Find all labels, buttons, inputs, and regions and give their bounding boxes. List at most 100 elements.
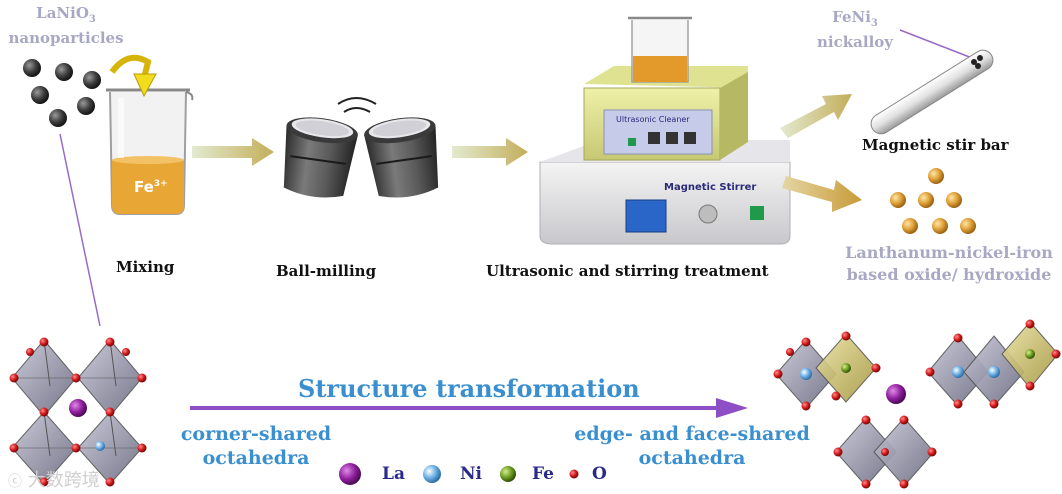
split-arrow-down-icon — [782, 176, 862, 212]
pour-arrowhead-icon — [133, 73, 157, 98]
lanio3-particles — [23, 59, 101, 127]
oxygen-atom — [773, 369, 783, 379]
legend-fe-atom — [500, 466, 516, 482]
ball-mill-jars — [283, 97, 439, 198]
oxygen-atom — [71, 373, 81, 383]
oxygen-atom — [105, 337, 115, 347]
fe-atom — [1025, 349, 1035, 359]
lanio3-particle — [77, 97, 95, 115]
lanio3-formula: LaNiO3 — [36, 4, 96, 25]
product-label: Lanthanum-nickel-iron based oxide/ hydro… — [838, 242, 1060, 286]
la-atom — [69, 399, 87, 417]
octahedron — [77, 411, 143, 485]
oxygen-atom — [871, 363, 881, 373]
legend-ni-atom — [423, 465, 441, 483]
structure-transformation-title: Structure transformation — [298, 374, 640, 403]
lanio3-particle — [55, 63, 73, 81]
product-particle — [932, 218, 948, 234]
ni-atom — [95, 441, 105, 451]
lanio3-line2: nanoparticles — [8, 29, 124, 47]
product-particle — [960, 218, 976, 234]
product-line2: based oxide/ hydroxide — [846, 265, 1052, 284]
oxygen-atom — [105, 407, 115, 417]
oxygen-atom — [137, 373, 147, 383]
magnetic-stirrer-label: Magnetic Stirrer — [664, 182, 756, 193]
oxygen-atom — [71, 443, 81, 453]
magnetic-stir-bar-label: Magnetic stir bar — [862, 136, 1009, 154]
oxygen-atom — [137, 443, 147, 453]
legend-o-atom — [569, 469, 579, 479]
oxygen-atom — [925, 367, 935, 377]
oxygen-atom — [801, 401, 811, 411]
oxygen-atom — [39, 477, 49, 487]
edge-face-shared-label: edge- and face-shared octahedra — [556, 422, 828, 470]
oxygen-atom — [833, 447, 843, 457]
oxygen-atom — [831, 391, 841, 401]
oxygen-atom — [1025, 381, 1035, 391]
oxygen-atom — [861, 415, 871, 425]
legend-o-label: O — [592, 464, 607, 484]
fe-atom — [841, 363, 851, 373]
corner-shared-label: corner-shared octahedra — [166, 422, 346, 470]
lanio3-pointer-line — [59, 133, 101, 327]
ultrasonic-stirring-apparatus: Magnetic Stirrer Ultrasonic Cleaner — [539, 16, 791, 245]
product-particle — [890, 192, 906, 208]
oxygen-atom — [9, 373, 19, 383]
oxygen-atom — [786, 348, 794, 356]
octahedron — [77, 339, 143, 417]
pour-arrow-icon — [109, 54, 152, 79]
product-line1: Lanthanum-nickel-iron — [845, 243, 1053, 262]
lanio3-particle — [49, 109, 67, 127]
oxygen-atom — [899, 479, 909, 489]
oxygen-atom — [105, 477, 115, 487]
oxygen-atom — [927, 447, 937, 457]
oxygen-atom — [953, 399, 963, 409]
feni3-line2: nickalloy — [817, 33, 893, 51]
oxygen-atom — [989, 399, 999, 409]
octahedron — [11, 339, 77, 417]
split-arrow-up-icon — [780, 94, 852, 138]
oxygen-atom — [953, 333, 963, 343]
ball-milling-label: Ball-milling — [276, 262, 377, 280]
feni3-label: FeNi3 nickalloy — [810, 8, 900, 51]
oxygen-atom — [122, 348, 130, 356]
ni-atom — [952, 366, 964, 378]
lanio3-particle — [83, 71, 101, 89]
corner-line1: corner-shared — [180, 423, 332, 445]
product-particle — [902, 218, 918, 234]
ultrasonic-cleaner-label: Ultrasonic Cleaner — [616, 115, 690, 124]
oxygen-atom — [39, 407, 49, 417]
oxygen-atom — [841, 331, 851, 341]
mixing-label: Mixing — [116, 258, 175, 276]
legend-la-atom — [339, 463, 361, 485]
legend-la-label: La — [382, 464, 405, 484]
product-particle — [918, 192, 934, 208]
edge-line1: edge- and face-shared — [574, 423, 810, 445]
ni-atom — [800, 368, 812, 380]
edge-line2: octahedra — [638, 447, 746, 469]
product-particle — [946, 192, 962, 208]
watermark-logo-icon: ⓒ — [8, 474, 22, 490]
legend-fe-label: Fe — [532, 464, 554, 484]
oxygen-atom — [1025, 319, 1035, 329]
lanio3-particle — [23, 59, 41, 77]
edge-face-shared-structure — [773, 319, 1061, 489]
feni3-formula: FeNi3 — [832, 8, 878, 29]
lanio3-particle — [31, 86, 49, 104]
watermark-text: 大数跨境 — [27, 470, 100, 491]
oxygen-atom — [9, 443, 19, 453]
oxygen-atoms — [9, 337, 147, 487]
lanio3-label: LaNiO3 nanoparticles — [6, 4, 126, 47]
oxygen-atom — [881, 448, 889, 456]
legend-ni-label: Ni — [460, 464, 482, 484]
mixing-beaker: Fe3+ — [106, 88, 194, 215]
ultrasonic-stirring-label: Ultrasonic and stirring treatment — [486, 262, 769, 280]
oxygen-atom — [26, 348, 34, 356]
flow-arrow-icon — [192, 138, 274, 166]
oxygen-atom — [899, 415, 909, 425]
corner-shared-structure — [9, 337, 147, 487]
corner-line2: octahedra — [202, 447, 310, 469]
oxygen-atoms — [773, 319, 1061, 489]
product-particle — [928, 168, 944, 184]
oxygen-atom — [861, 479, 871, 489]
